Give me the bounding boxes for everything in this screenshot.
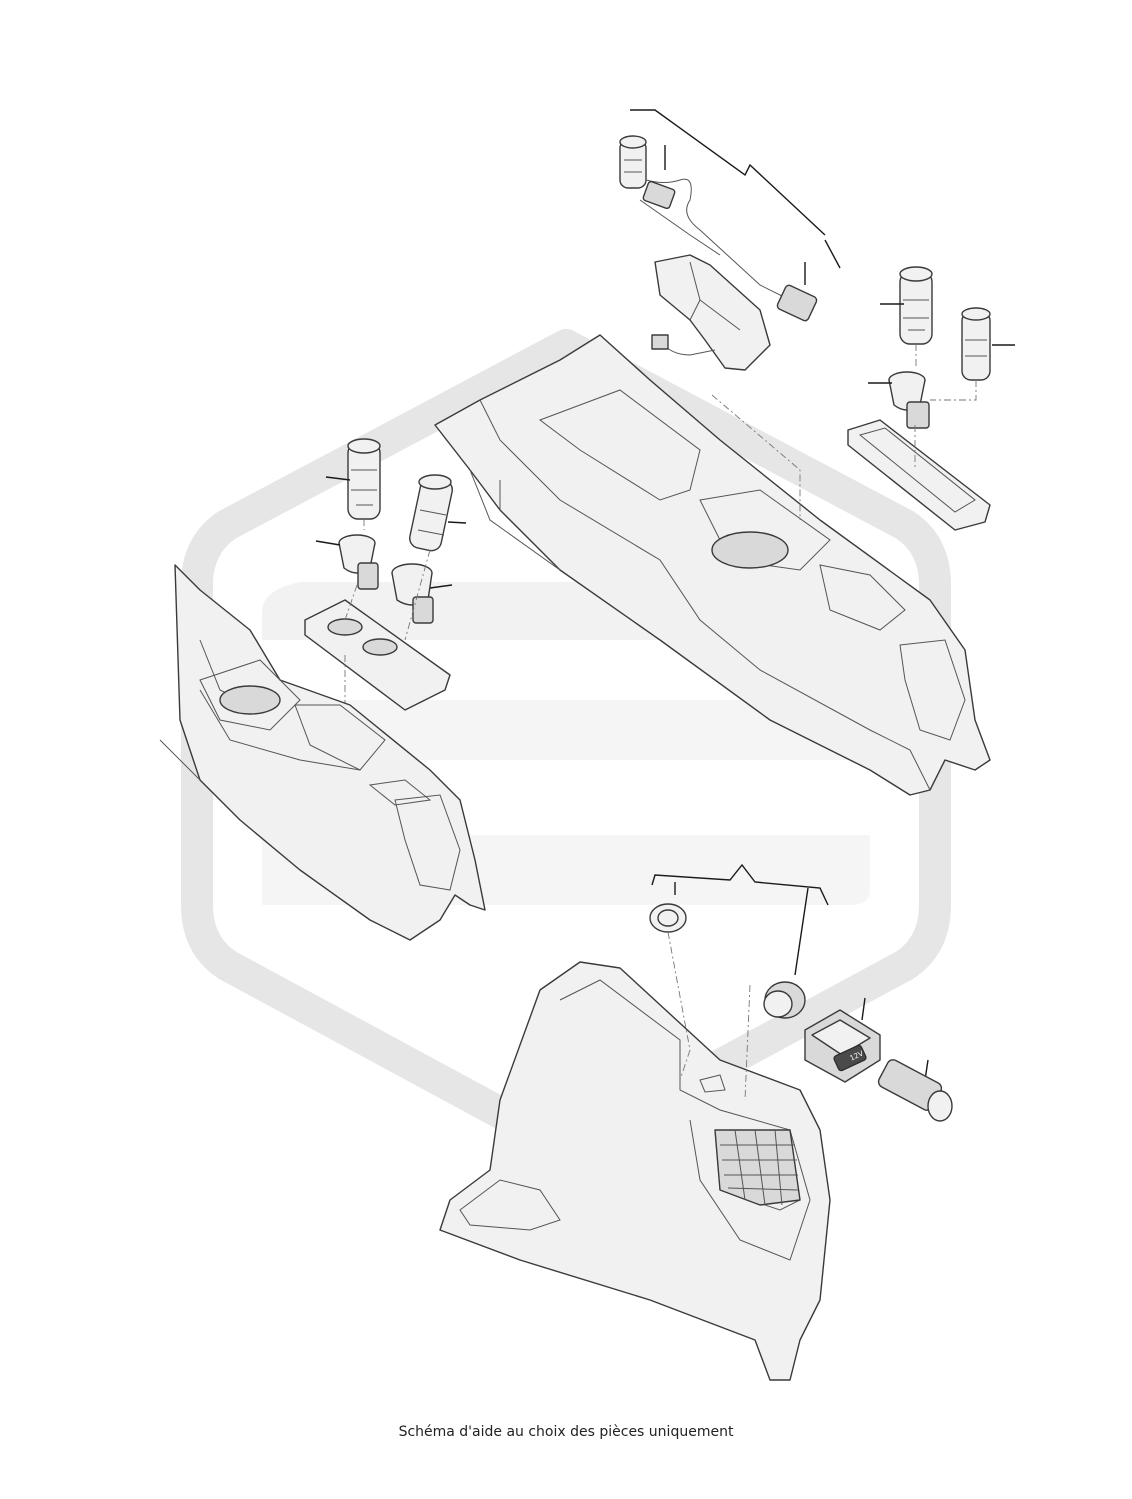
net-pocket-icon xyxy=(714,1129,801,1206)
power-socket-12v-icon: 12V xyxy=(804,1009,881,1083)
cup-holder-insert-icon xyxy=(888,371,930,429)
cup-holder-insert-icon xyxy=(338,534,379,590)
lighter-socket-icon xyxy=(347,438,381,520)
diagram-caption: Schéma d'aide au choix des pièces unique… xyxy=(398,1424,734,1440)
nut-icon xyxy=(649,903,687,933)
center-console-icon xyxy=(159,564,486,941)
trunk-panel-group: 12V xyxy=(439,863,953,1381)
left-socket-group xyxy=(304,438,467,730)
cup-holder-insert-icon xyxy=(391,563,434,624)
lighter-socket-icon xyxy=(619,135,647,189)
center-console-icon xyxy=(434,334,991,796)
group-bracket-bottom xyxy=(651,863,829,906)
right-socket-group xyxy=(847,266,1015,531)
lighter-socket-icon xyxy=(409,474,453,552)
group-bracket-top xyxy=(630,109,841,269)
power-socket-cap-icon xyxy=(763,981,806,1019)
lighter-socket-icon xyxy=(961,307,991,381)
wiring-harness-group xyxy=(619,109,841,371)
lighter-socket-icon xyxy=(899,266,933,345)
lighter-socket-icon xyxy=(877,1059,953,1122)
